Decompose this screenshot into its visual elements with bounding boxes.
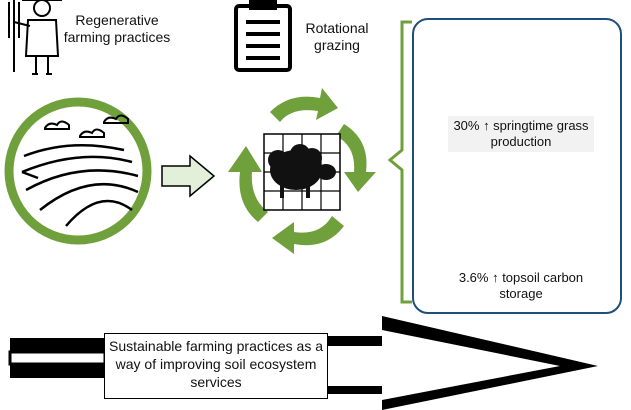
grass-stat: 30% ↑ springtime grass production — [448, 116, 594, 152]
sustainable-box: Sustainable farming practices as a way o… — [104, 333, 328, 399]
field-icon — [4, 97, 152, 245]
sheep-icon — [263, 133, 341, 211]
flow-arrow — [161, 154, 216, 198]
regenerative-label: Regenerative farming practices — [63, 12, 171, 45]
rotational-grazing-label: Rotational grazing — [305, 20, 369, 53]
cycle-arrows — [228, 88, 376, 254]
bracket — [387, 20, 412, 304]
farmer-icon — [8, 0, 62, 75]
results-panel — [412, 18, 622, 314]
carbon-stat: 3.6% ↑ topsoil carbon storage — [458, 268, 584, 304]
clipboard-icon — [234, 0, 292, 72]
pencil-arrow — [8, 316, 598, 410]
